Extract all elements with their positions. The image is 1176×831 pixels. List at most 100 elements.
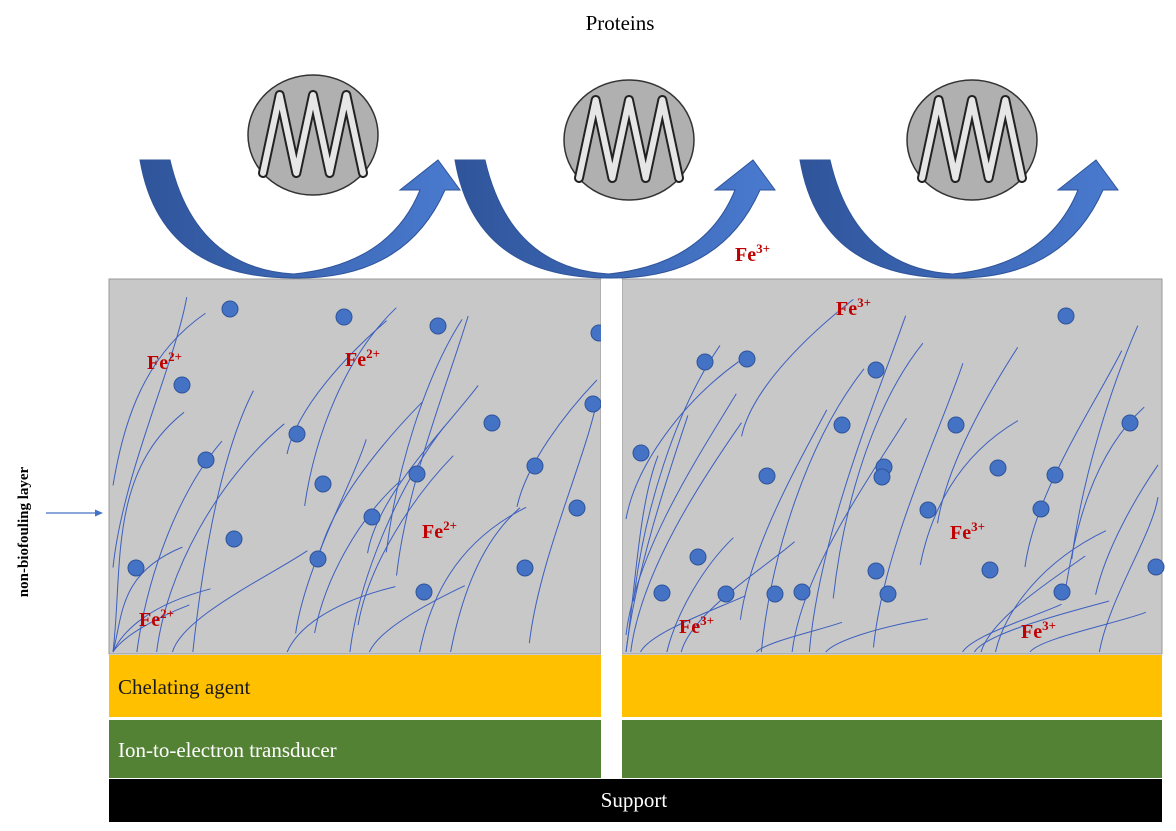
support-label: Support [601,788,668,812]
particle [689,548,707,566]
polymer-chain [112,604,190,653]
polymer-chain [872,363,964,648]
polymer-chain [962,603,1062,653]
polymer-chain [791,417,907,653]
particle [873,468,891,486]
transducer-label: Ion-to-electron transducer [118,738,337,762]
polymer-chain [625,455,659,653]
particle [225,530,243,548]
particle [696,353,714,371]
transducer-layer-left [109,720,601,778]
polymer-chain [1071,325,1139,560]
curved-arrow [799,159,1119,279]
polymer-chain [450,507,521,653]
polymer-chain [825,618,928,653]
polymer-chain [756,621,843,653]
polymer-chain [112,411,185,653]
polymer-chain [367,385,479,554]
particle [1147,558,1165,576]
polymer-chain [625,361,740,520]
polymer-chain [286,586,396,653]
arrows-group [139,159,1119,279]
particle [415,583,433,601]
polymer-chains [112,297,1159,653]
particle [738,350,756,368]
polymer-chain [666,537,734,653]
polymer-chain [368,585,465,653]
particle [919,501,937,519]
polymer-chain [994,530,1107,653]
particle [766,585,784,603]
particles-group [127,300,1165,603]
particle [1046,466,1064,484]
particle [947,416,965,434]
particle [1057,307,1075,325]
fe3-ion-label: Fe3+ [836,295,871,320]
particle [653,584,671,602]
particle [335,308,353,326]
particle [127,559,145,577]
particle [879,585,897,603]
polymer-layer-left [108,278,602,655]
side-label: non-biofouling layer [16,466,32,597]
polymer-chain [304,307,397,507]
fe2-ion-label: Fe2+ [345,346,380,371]
polymer-chain [630,422,742,653]
particle [1121,414,1139,432]
polymer-chain [625,393,737,635]
polymer-chain [112,297,188,568]
protein-icon [563,79,695,201]
particle [197,451,215,469]
chelating-label: Chelating agent [118,675,251,699]
particle [1032,500,1050,518]
polymer-chain [357,455,454,626]
polymer-chain [295,439,367,634]
divider-gap [601,279,622,779]
curved-arrow [139,159,461,279]
particle [429,317,447,335]
polymer-chain [974,600,1110,653]
particle [483,414,501,432]
polymer-chain [980,555,1086,653]
chelating-layer-right [622,655,1162,717]
fe2-ion-label: Fe2+ [139,606,174,631]
polymer-chain [625,415,689,653]
polymer-chain [919,420,1019,566]
particle [632,444,650,462]
polymer-chain [349,426,445,653]
protein-icon [247,74,379,196]
polymer-chain [171,550,308,653]
pointer-arrow [46,509,103,517]
particle [717,585,735,603]
particle [516,559,534,577]
particle [408,465,426,483]
particle [568,499,586,517]
particle [314,475,332,493]
particle [221,300,239,318]
fe2-ion-label: Fe2+ [422,518,457,543]
particle [1053,583,1071,601]
polymer-chain [112,312,206,486]
ion-labels: Fe2+Fe2+Fe2+Fe2+Fe3+Fe3+Fe3+Fe3+Fe3+ [139,241,1056,643]
support-layer [109,779,1162,822]
curved-arrow [454,159,776,279]
polymer-chain [633,345,721,602]
polymer-chain [1098,497,1159,653]
polymer-chain [396,315,469,576]
particle [584,395,602,413]
fe3-ion-label: Fe3+ [735,241,770,266]
particle [833,416,851,434]
polymer-chain [1029,611,1147,653]
polymer-chain [1095,464,1159,595]
fe3-ion-label: Fe3+ [1021,618,1056,643]
transducer-layer-right [622,720,1162,778]
proteins-title: Proteins [586,11,655,35]
fe3-ion-label: Fe3+ [679,613,714,638]
fe2-ion-label: Fe2+ [147,349,182,374]
polymer-chain [385,319,463,553]
polymer-chain [192,390,254,653]
polymer-chain [1024,350,1123,568]
particle [526,457,544,475]
particle [173,376,191,394]
